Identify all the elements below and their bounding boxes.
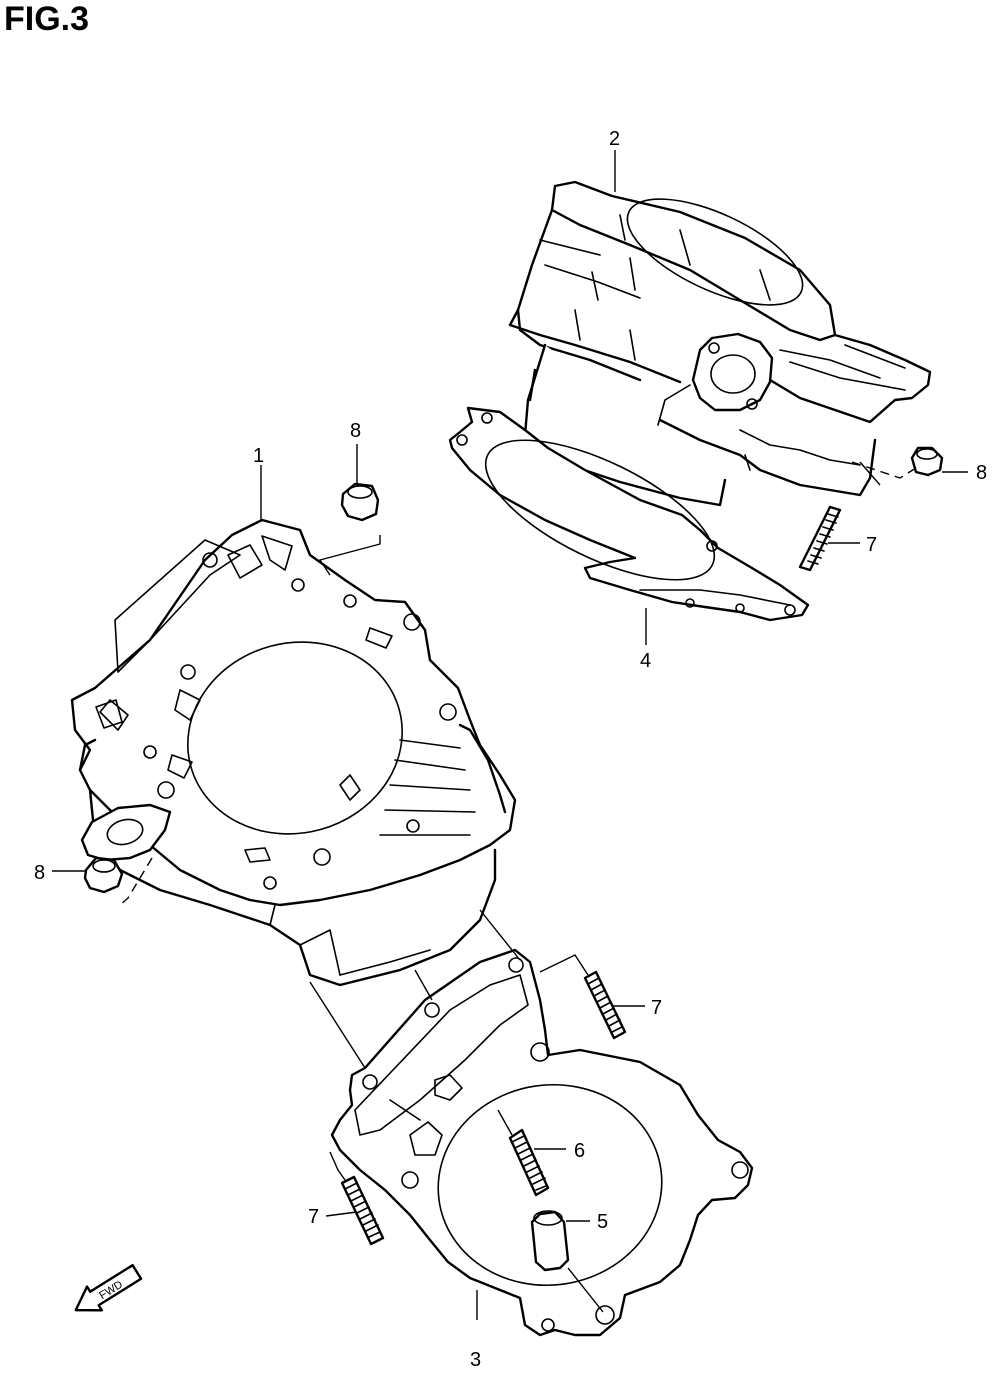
front-cylinder-gasket-part-3 (330, 948, 754, 1337)
callout-2: 2 (609, 128, 620, 150)
stud-bolt-part-7-lower (340, 1175, 385, 1246)
callout-7-upper: 7 (866, 534, 877, 556)
callout-8-left: 8 (34, 862, 45, 884)
figure-title: FIG.3 (4, 0, 90, 38)
nut-part-8-lower-left (83, 856, 124, 894)
nut-part-8-right (910, 446, 944, 477)
rear-cylinder-gasket-part-4 (448, 406, 810, 622)
callout-1: 1 (253, 445, 264, 467)
callout-6: 6 (574, 1140, 585, 1162)
assembly-lines (119, 461, 917, 1313)
rear-cylinder-part-2 (508, 180, 932, 507)
callout-numbers: 1 2 3 4 5 6 7 7 7 8 8 8 (34, 128, 987, 1371)
callout-3: 3 (470, 1349, 481, 1371)
callout-8-right: 8 (976, 462, 987, 484)
callout-5: 5 (597, 1211, 608, 1233)
stud-bolt-part-7-upper (798, 505, 842, 572)
dowel-pin-part-5 (530, 1210, 570, 1272)
stud-bolt-part-7-middle (583, 970, 627, 1040)
stud-bolt-part-6 (508, 1128, 550, 1197)
front-cylinder-part-1 (70, 518, 517, 987)
callout-8-upper: 8 (350, 420, 361, 442)
forward-arrow-icon: FWD (74, 1263, 143, 1312)
nut-part-8-upper (340, 482, 380, 522)
callout-7-middle: 7 (651, 997, 662, 1019)
leader-lines (52, 150, 968, 1320)
callout-7-lower: 7 (308, 1206, 319, 1228)
callout-4: 4 (640, 650, 651, 672)
